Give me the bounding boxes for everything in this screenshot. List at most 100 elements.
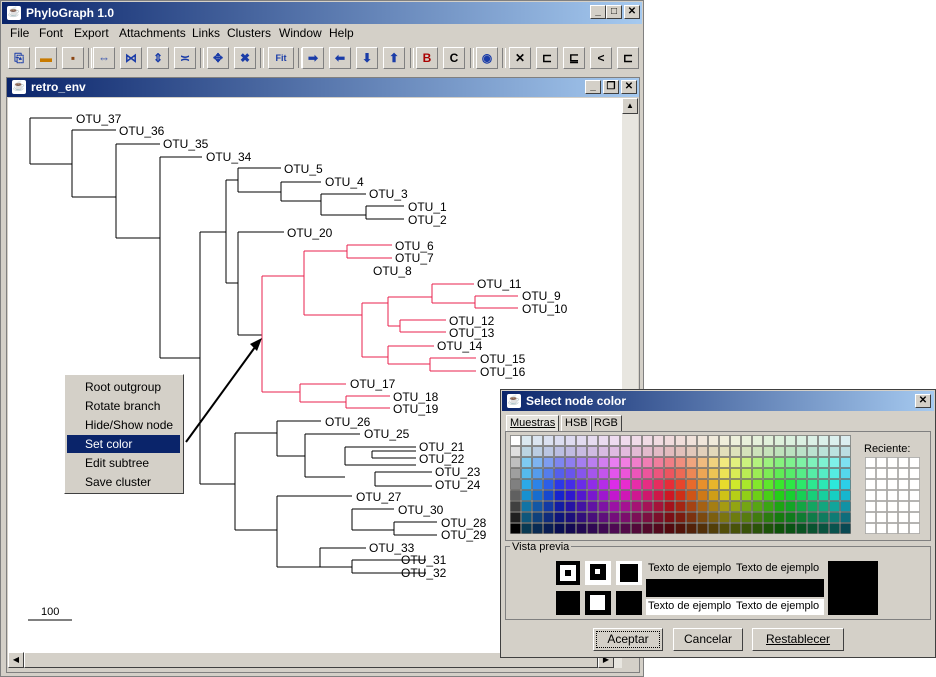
new-icon[interactable]: ⎘ [8, 47, 30, 69]
cross-tree-icon[interactable]: ✕ [509, 47, 531, 69]
menu-item-set-color[interactable]: Set color [67, 435, 180, 453]
color-swatch[interactable] [664, 490, 675, 501]
color-swatch[interactable] [609, 446, 620, 457]
color-swatch[interactable] [565, 446, 576, 457]
color-swatch[interactable] [730, 490, 741, 501]
color-swatch[interactable] [818, 435, 829, 446]
color-swatch[interactable] [565, 501, 576, 512]
color-swatch[interactable] [653, 435, 664, 446]
color-swatch[interactable] [829, 501, 840, 512]
color-swatch[interactable] [741, 512, 752, 523]
color-swatch[interactable] [807, 468, 818, 479]
color-swatch[interactable] [730, 468, 741, 479]
color-swatch[interactable] [532, 512, 543, 523]
color-swatch[interactable] [565, 490, 576, 501]
color-swatch[interactable] [785, 501, 796, 512]
color-swatch[interactable] [521, 523, 532, 534]
color-swatch[interactable] [609, 479, 620, 490]
otu-label[interactable]: OTU_11 [477, 277, 522, 291]
color-swatch[interactable] [763, 490, 774, 501]
color-swatch[interactable] [774, 490, 785, 501]
recent-swatch[interactable] [887, 479, 898, 490]
color-swatch[interactable] [620, 523, 631, 534]
otu-label[interactable]: OTU_24 [435, 478, 481, 492]
color-swatch[interactable] [653, 446, 664, 457]
color-swatch[interactable] [719, 523, 730, 534]
color-swatch[interactable] [609, 457, 620, 468]
color-swatch[interactable] [598, 468, 609, 479]
recent-swatch[interactable] [909, 479, 920, 490]
color-swatch[interactable] [763, 457, 774, 468]
otu-label[interactable]: OTU_36 [119, 124, 165, 138]
color-swatch[interactable] [840, 435, 851, 446]
color-swatch[interactable] [741, 479, 752, 490]
color-swatch[interactable] [609, 512, 620, 523]
color-swatch[interactable] [664, 468, 675, 479]
color-swatch[interactable] [818, 490, 829, 501]
color-swatch[interactable] [818, 457, 829, 468]
color-swatch[interactable] [818, 512, 829, 523]
color-swatch[interactable] [565, 468, 576, 479]
color-swatch[interactable] [785, 468, 796, 479]
color-swatch[interactable] [609, 523, 620, 534]
recent-swatch[interactable] [898, 468, 909, 479]
otu-label[interactable]: OTU_7 [395, 251, 434, 265]
color-swatch[interactable] [510, 523, 521, 534]
color-swatch[interactable] [708, 523, 719, 534]
otu-label[interactable]: OTU_30 [398, 503, 444, 517]
color-swatch[interactable] [664, 435, 675, 446]
color-swatch[interactable] [686, 435, 697, 446]
color-swatch[interactable] [543, 512, 554, 523]
otu-label[interactable]: OTU_16 [480, 365, 526, 379]
color-swatch[interactable] [543, 523, 554, 534]
color-swatch[interactable] [763, 468, 774, 479]
color-swatch[interactable] [576, 457, 587, 468]
color-swatch[interactable] [730, 446, 741, 457]
cladogram-icon[interactable]: ⊏ [617, 47, 639, 69]
color-swatch[interactable] [576, 435, 587, 446]
color-swatch[interactable] [840, 512, 851, 523]
color-swatch[interactable] [521, 457, 532, 468]
color-swatch[interactable] [774, 468, 785, 479]
color-swatch[interactable] [620, 468, 631, 479]
color-swatch[interactable] [752, 457, 763, 468]
color-swatch[interactable] [840, 457, 851, 468]
move-up-icon[interactable]: ⬆ [383, 47, 405, 69]
move-right-icon[interactable]: ➡ [302, 47, 324, 69]
color-swatch[interactable] [675, 523, 686, 534]
color-swatch[interactable] [675, 490, 686, 501]
color-swatch[interactable] [818, 479, 829, 490]
color-swatch[interactable] [774, 479, 785, 490]
otu-label[interactable]: OTU_12 [449, 314, 495, 328]
color-swatch[interactable] [609, 468, 620, 479]
color-swatch[interactable] [554, 446, 565, 457]
color-swatch[interactable] [730, 435, 741, 446]
otu-label[interactable]: OTU_31 [401, 553, 447, 567]
color-swatch[interactable] [631, 523, 642, 534]
color-swatch[interactable] [532, 523, 543, 534]
color-swatch[interactable] [554, 457, 565, 468]
maximize-button[interactable]: □ [606, 5, 622, 19]
color-swatch[interactable] [554, 479, 565, 490]
color-swatch[interactable] [631, 435, 642, 446]
recent-swatch[interactable] [876, 523, 887, 534]
expand-horizontal-icon[interactable]: ⇔ [93, 47, 115, 69]
color-swatch[interactable] [675, 479, 686, 490]
color-swatch[interactable] [521, 479, 532, 490]
scroll-thumb[interactable] [24, 652, 598, 668]
color-swatch[interactable] [829, 490, 840, 501]
close-button[interactable]: ✕ [624, 5, 640, 19]
otu-label[interactable]: OTU_29 [441, 528, 487, 542]
recent-swatch[interactable] [898, 523, 909, 534]
color-swatch[interactable] [653, 512, 664, 523]
color-swatch[interactable] [653, 479, 664, 490]
color-swatch[interactable] [543, 490, 554, 501]
recent-swatch[interactable] [876, 490, 887, 501]
color-swatch[interactable] [752, 523, 763, 534]
color-swatch[interactable] [774, 457, 785, 468]
color-swatch[interactable] [675, 435, 686, 446]
color-swatch[interactable] [554, 512, 565, 523]
color-swatch[interactable] [785, 457, 796, 468]
color-swatch[interactable] [675, 457, 686, 468]
color-swatch[interactable] [686, 501, 697, 512]
